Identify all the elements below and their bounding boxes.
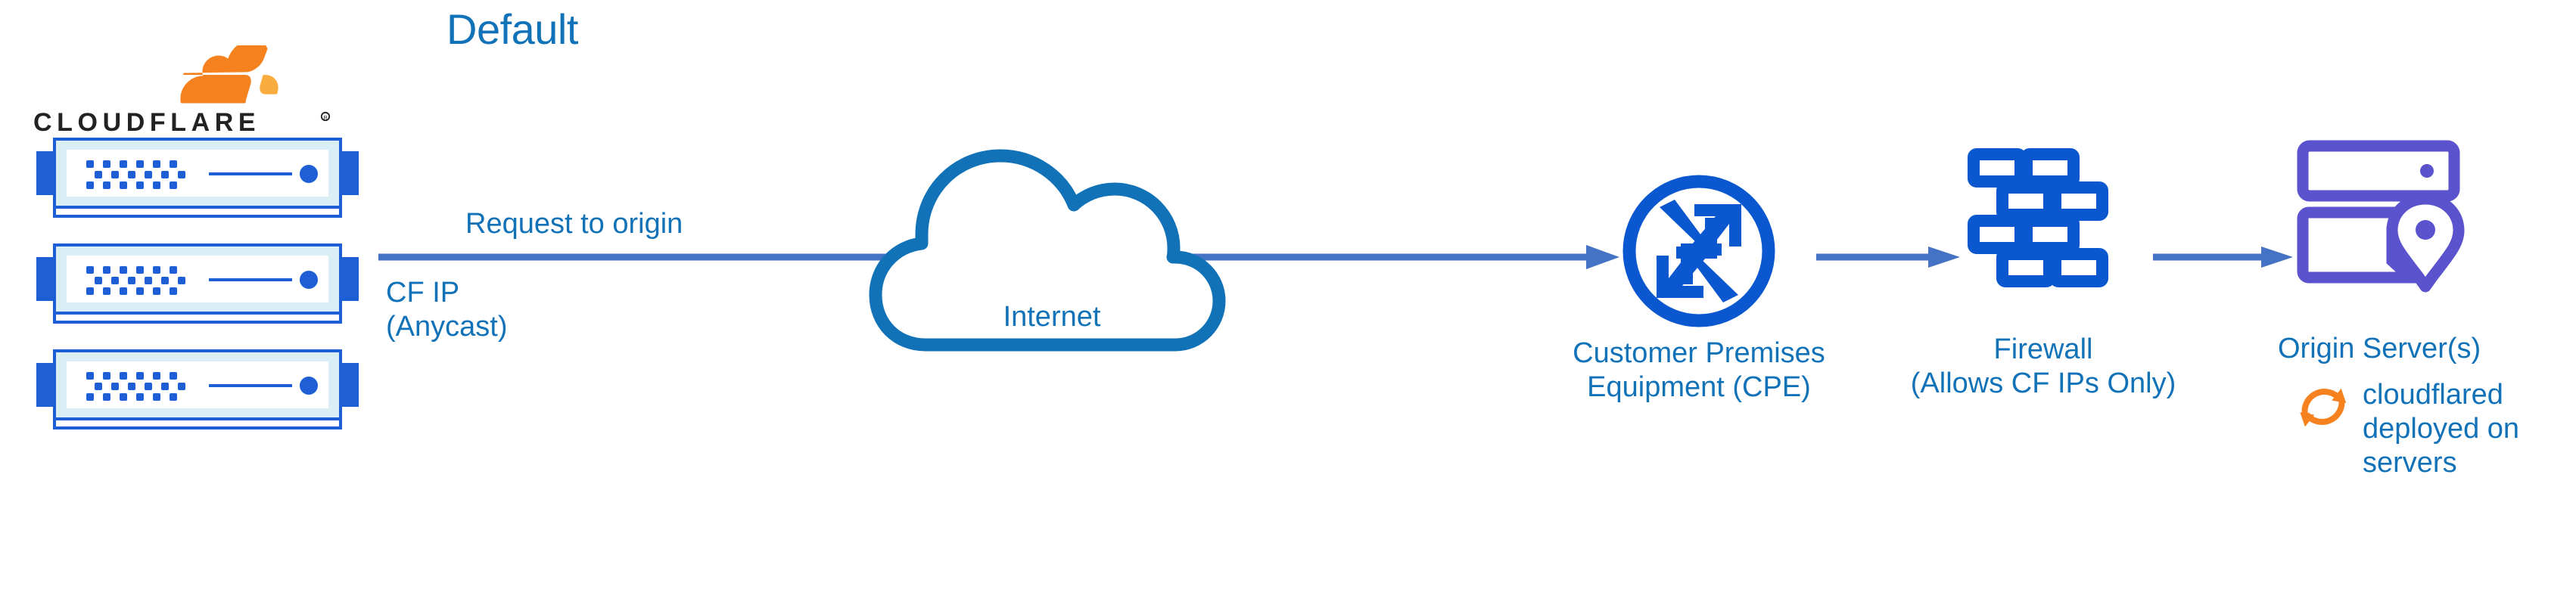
request-to-origin-label: Request to origin bbox=[465, 208, 683, 240]
arrow-cpe-to-firewall bbox=[1816, 247, 1960, 268]
internet-label: Internet bbox=[1003, 301, 1101, 333]
cloud-icon bbox=[869, 149, 1226, 352]
svg-text:R: R bbox=[323, 116, 327, 121]
cloudflare-cloud-mark-icon bbox=[180, 45, 278, 104]
cloudflare-edge-server-2 bbox=[36, 243, 359, 324]
cloudflare-edge-server-3 bbox=[36, 349, 359, 429]
svg-text:CLOUDFLARE: CLOUDFLARE bbox=[33, 108, 260, 137]
router-icon bbox=[1622, 175, 1775, 327]
cf-ip-anycast-label: CF IP (Anycast) bbox=[386, 277, 508, 343]
server-rack-location-pin-icon bbox=[2297, 140, 2465, 293]
cloudflare-edge-server-1 bbox=[36, 138, 359, 218]
page-title: Default bbox=[446, 5, 578, 53]
firewall-label: Firewall (Allows CF IPs Only) bbox=[1910, 333, 2176, 399]
cpe-label: Customer Premises Equipment (CPE) bbox=[1573, 337, 1825, 403]
cloudflare-logo: CLOUDFLARE R bbox=[33, 45, 336, 140]
sync-arrows-icon bbox=[2300, 388, 2347, 427]
cloudflared-label: cloudflared deployed on servers bbox=[2363, 379, 2520, 479]
arrow-firewall-to-origin bbox=[2153, 247, 2293, 268]
origin-server-label: Origin Server(s) bbox=[2278, 333, 2481, 364]
brick-wall-icon bbox=[1968, 148, 2108, 287]
cloudflare-wordmark: CLOUDFLARE R bbox=[33, 108, 331, 137]
